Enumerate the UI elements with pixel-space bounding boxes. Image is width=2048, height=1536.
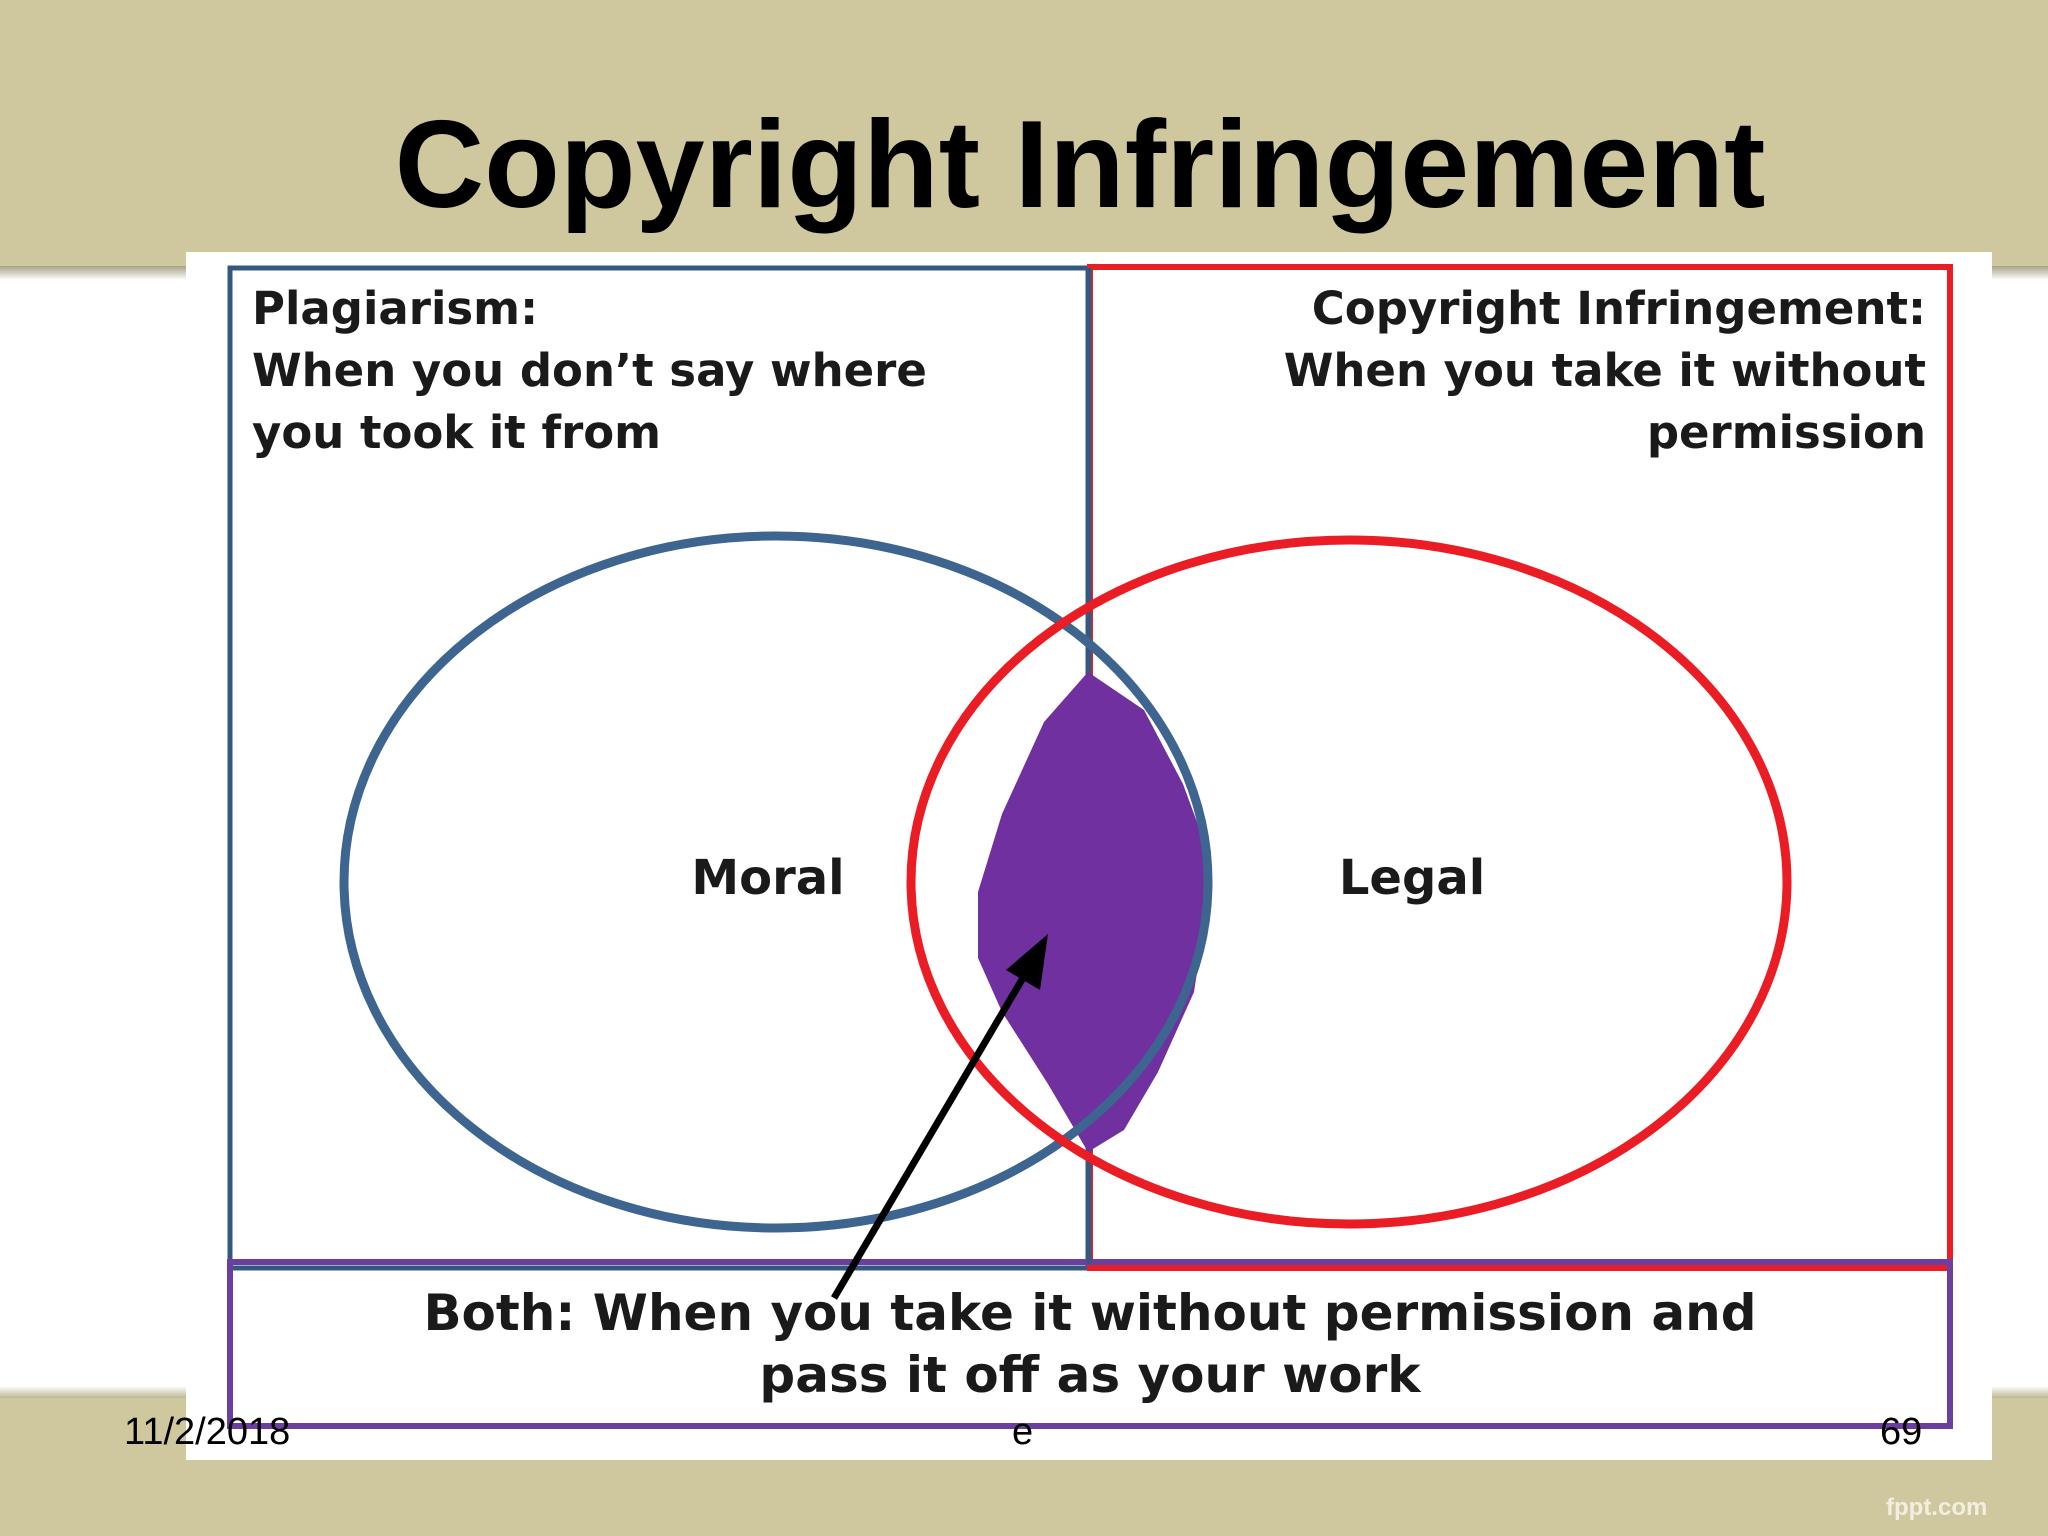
title-band xyxy=(0,0,2048,266)
both-line-1: Both: When you take it without permissio… xyxy=(423,1284,1756,1342)
legal-circle xyxy=(906,535,1792,1229)
venn-diagram: Plagiarism: When you don’t say where you… xyxy=(227,264,1953,1429)
plagiarism-line-1: When you don’t say where xyxy=(252,344,927,397)
moral-label: Moral xyxy=(691,850,844,906)
arrow-head xyxy=(1006,934,1048,990)
footer-date: 11/2/2018 xyxy=(124,1411,291,1453)
legal-label: Legal xyxy=(1339,850,1485,906)
brand-logo-text: fppt.com xyxy=(1886,1494,1988,1521)
copyright-heading: Copyright Infringement: xyxy=(1312,282,1926,335)
both-line-2: pass it off as your work xyxy=(759,1346,1422,1404)
copyright-line-2: permission xyxy=(1647,406,1926,459)
footer-center-text: e xyxy=(1012,1411,1034,1453)
arrow-shaft xyxy=(830,964,1034,1300)
page-number: 69 xyxy=(1880,1411,1923,1453)
copyright-line-1: When you take it without xyxy=(1284,344,1926,397)
plagiarism-heading: Plagiarism: xyxy=(252,282,538,335)
slide-title: Copyright Infringement xyxy=(394,96,1766,234)
overlap-region xyxy=(978,672,1208,1152)
moral-circle xyxy=(339,531,1213,1233)
venn-diagram-picture: Plagiarism: When you don’t say where you… xyxy=(186,252,1992,1460)
plagiarism-line-2: you took it from xyxy=(252,406,661,459)
